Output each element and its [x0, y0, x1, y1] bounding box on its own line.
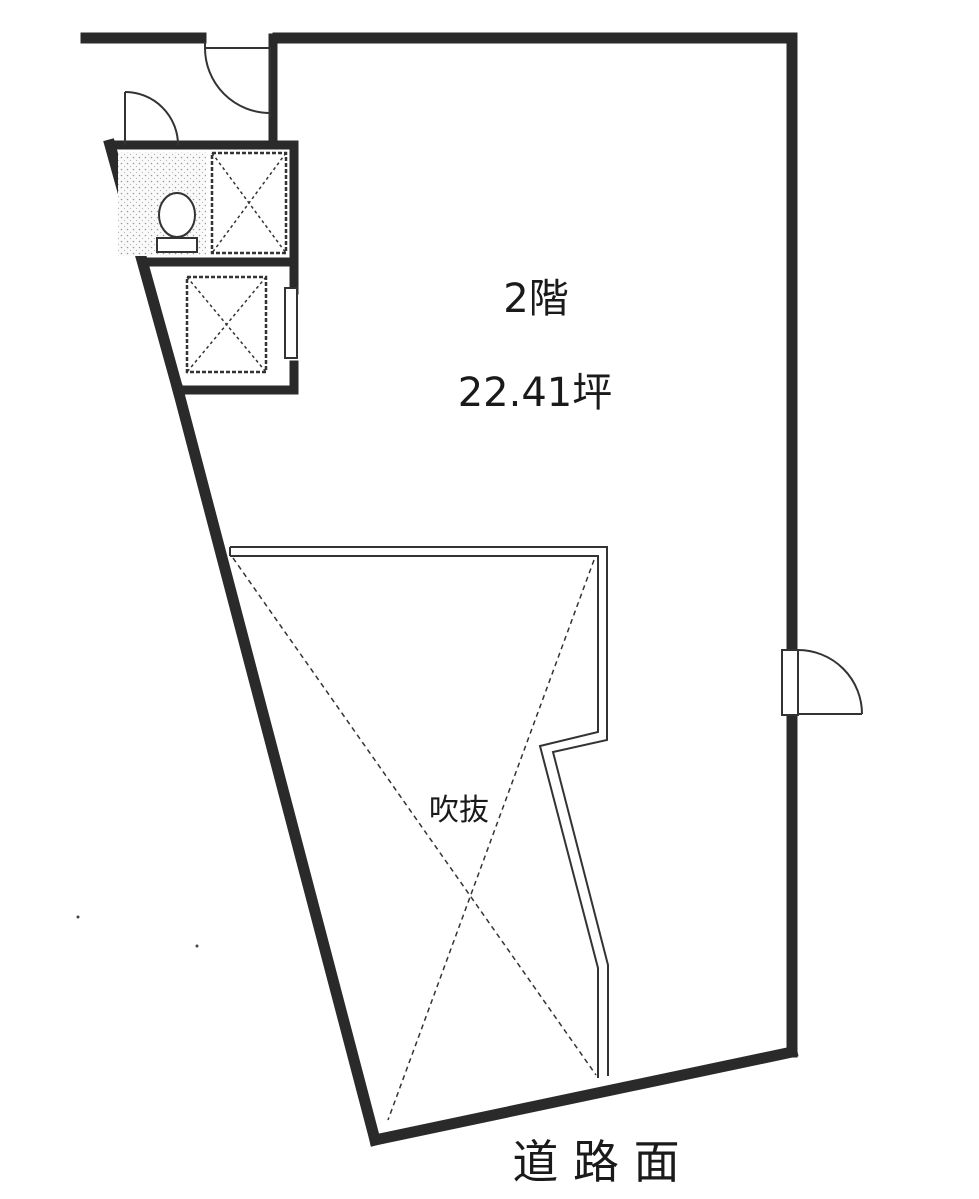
- void-outline: [229, 546, 609, 1078]
- void-label: 吹抜: [429, 793, 489, 828]
- scan-speck: [195, 944, 199, 948]
- door-wc-icon: [124, 91, 179, 146]
- area-label: 22.41坪: [458, 370, 613, 416]
- scan-speck: [76, 915, 80, 919]
- wc-window: [284, 287, 298, 359]
- floor-label: 2階: [503, 276, 568, 322]
- shaft-box-lower: [185, 275, 268, 374]
- toilet-icon: [156, 192, 198, 253]
- road-label: 道 路 面: [512, 1135, 679, 1189]
- door-right-icon: [781, 649, 863, 716]
- shaft-box-upper: [210, 151, 288, 255]
- wc-walls: [105, 33, 299, 395]
- void-diagonals: [232, 557, 597, 1121]
- door-entry-top-icon: [204, 42, 271, 118]
